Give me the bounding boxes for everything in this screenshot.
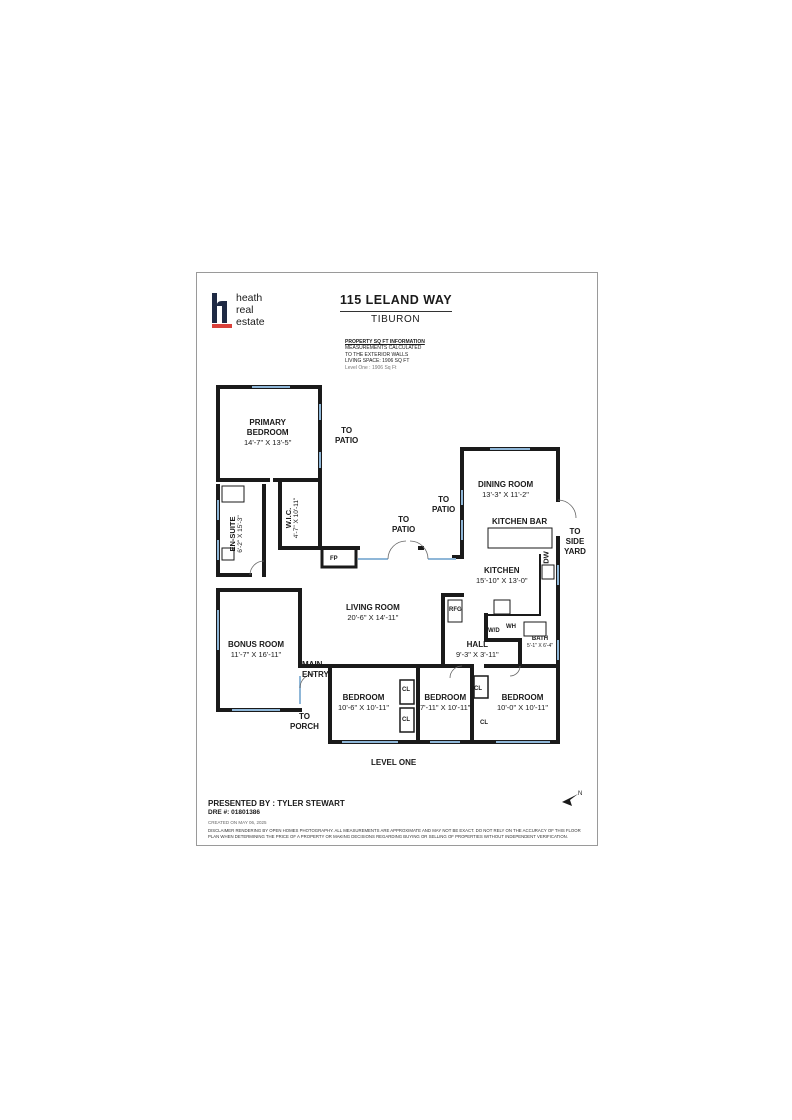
sqft-line-2: TO THE EXTERIOR WALLS xyxy=(345,351,409,358)
exit-to-patio-3: TO PATIO xyxy=(432,495,455,515)
dre-number: DRE #: 01801386 xyxy=(208,809,261,816)
brand-name: heath real estate xyxy=(236,292,265,328)
room-bath: BATH 5'-1" X 6'-4" xyxy=(527,636,553,650)
wd-label: W/D xyxy=(488,628,500,634)
wic-dim: 4'-7" X 10'-11" xyxy=(293,497,300,539)
living-dim: 20'-6" X 14'-11" xyxy=(347,613,399,622)
kitchen-bar-name: KITCHEN BAR xyxy=(492,517,548,526)
room-dining: DINING ROOM 13'-3" X 11'-2" xyxy=(478,480,533,500)
room-wic: W.I.C. 4'-7" X 10'-11" xyxy=(284,488,300,548)
north-arrow-icon: N xyxy=(562,791,582,806)
room-bedroom-3: BEDROOM 10'-0" X 10'-11" xyxy=(497,693,548,713)
disclaimer: DISCLAIMER RENDERING BY OPEN HOMES PHOTO… xyxy=(208,828,581,839)
to-patio-2-b: PATIO xyxy=(392,525,416,534)
closet-label-3: CL xyxy=(474,686,482,692)
dining-dim: 13'-3" X 11'-2" xyxy=(482,490,529,499)
room-hall: HALL 9'-3" X 3'-11" xyxy=(456,640,499,660)
to-porch-a: TO xyxy=(298,712,310,721)
bedroom-1-dim: 10'-6" X 10'-11" xyxy=(338,703,389,712)
brand-line-3: estate xyxy=(236,316,265,328)
bedroom-2-dim: 7'-11" X 10'-11" xyxy=(420,703,471,712)
living-name: LIVING ROOM xyxy=(346,603,400,612)
sqft-line-1: MEASUREMENTS CALCULATED xyxy=(345,345,422,352)
hall-name: HALL xyxy=(466,640,488,649)
bedroom-2-name: BEDROOM xyxy=(424,693,467,702)
exit-to-patio-1: TO PATIO xyxy=(335,426,358,446)
dw-label: DW xyxy=(541,551,551,564)
rfg-label: RFG xyxy=(449,607,462,613)
room-living: LIVING ROOM 20'-6" X 14'-11" xyxy=(346,603,400,623)
primary-bedroom-name-2: BEDROOM xyxy=(246,428,289,437)
closet-label-2: CL xyxy=(402,717,410,723)
to-side-yard-a: TO xyxy=(569,527,581,536)
to-side-yard-c: YARD xyxy=(564,547,586,556)
to-patio-3-a: TO xyxy=(438,495,450,504)
kitchen-bar-label: KITCHEN BAR xyxy=(492,517,547,527)
closet-label-1: CL xyxy=(402,687,410,693)
exit-to-side-yard: TO SIDE YARD xyxy=(564,527,586,557)
exit-to-patio-2: TO PATIO xyxy=(392,515,415,535)
closet-label-4: CL xyxy=(480,720,488,726)
to-patio-3-b: PATIO xyxy=(432,505,456,514)
presented-by: PRESENTED BY : TYLER STEWART xyxy=(208,799,345,808)
wh-label: WH xyxy=(506,624,516,630)
room-bonus: BONUS ROOM 11'-7" X 16'-11" xyxy=(228,640,284,660)
en-suite-name: EN-SUITE xyxy=(228,516,237,552)
room-en-suite: EN-SUITE 6'-2" X 15'-3" xyxy=(228,504,244,564)
to-side-yard-b: SIDE xyxy=(565,537,585,546)
room-bedroom-1: BEDROOM 10'-6" X 10'-11" xyxy=(338,693,389,713)
bath-name: BATH xyxy=(531,636,549,642)
bonus-name: BONUS ROOM xyxy=(228,640,284,649)
property-city: TIBURON xyxy=(371,314,421,325)
brand-line-1: heath xyxy=(236,292,263,304)
dining-name: DINING ROOM xyxy=(478,480,534,489)
sqft-heading: PROPERTY SQ FT INFORMATION xyxy=(345,339,425,345)
bonus-dim: 11'-7" X 16'-11" xyxy=(230,650,282,659)
sqft-info: PROPERTY SQ FT INFORMATION MEASUREMENTS … xyxy=(345,339,425,371)
room-kitchen: KITCHEN 15'-10" X 13'-0" xyxy=(476,566,528,586)
main-entry-b: ENTRY xyxy=(302,670,329,679)
created-date: CREATED ON MAY 06, 2025 xyxy=(208,820,267,825)
brand-line-2: real xyxy=(236,304,254,316)
exit-to-porch: TO PORCH xyxy=(290,712,319,732)
kitchen-dim: 15'-10" X 13'-0" xyxy=(476,576,528,585)
to-patio-1-a: TO xyxy=(341,426,353,435)
room-primary-bedroom: PRIMARY BEDROOM 14'-7" X 13'-5" xyxy=(244,418,291,448)
svg-text:N: N xyxy=(578,791,582,797)
primary-bedroom-dim: 14'-7" X 13'-5" xyxy=(244,438,292,447)
sqft-living-space: LIVING SPACE: 1906 SQ FT xyxy=(345,358,410,365)
bedroom-3-name: BEDROOM xyxy=(501,693,544,702)
property-address: 115 LELAND WAY xyxy=(340,293,453,307)
bath-dim: 5'-1" X 6'-4" xyxy=(527,643,554,649)
en-suite-dim: 6'-2" X 15'-3" xyxy=(237,515,244,553)
kitchen-name: KITCHEN xyxy=(484,566,520,575)
hall-dim: 9'-3" X 3'-11" xyxy=(456,650,499,659)
level-label: LEVEL ONE xyxy=(371,758,417,767)
to-patio-1-b: PATIO xyxy=(335,436,359,445)
bedroom-3-dim: 10'-0" X 10'-11" xyxy=(497,703,548,712)
to-porch-b: PORCH xyxy=(290,722,319,731)
sqft-level-one: Level One : 1906 Sq Ft xyxy=(345,364,397,371)
wic-name: W.I.C. xyxy=(284,507,293,529)
address-divider xyxy=(340,311,452,312)
fireplace-label: FP xyxy=(330,556,338,562)
primary-bedroom-name-1: PRIMARY xyxy=(249,418,286,427)
room-bedroom-2: BEDROOM 7'-11" X 10'-11" xyxy=(420,693,470,713)
to-patio-2-a: TO xyxy=(398,515,410,524)
main-entry-a: MAIN xyxy=(302,660,323,669)
bedroom-1-name: BEDROOM xyxy=(342,693,385,702)
heath-logo-icon xyxy=(212,293,232,328)
main-entry-label: MAIN ENTRY xyxy=(302,660,329,680)
